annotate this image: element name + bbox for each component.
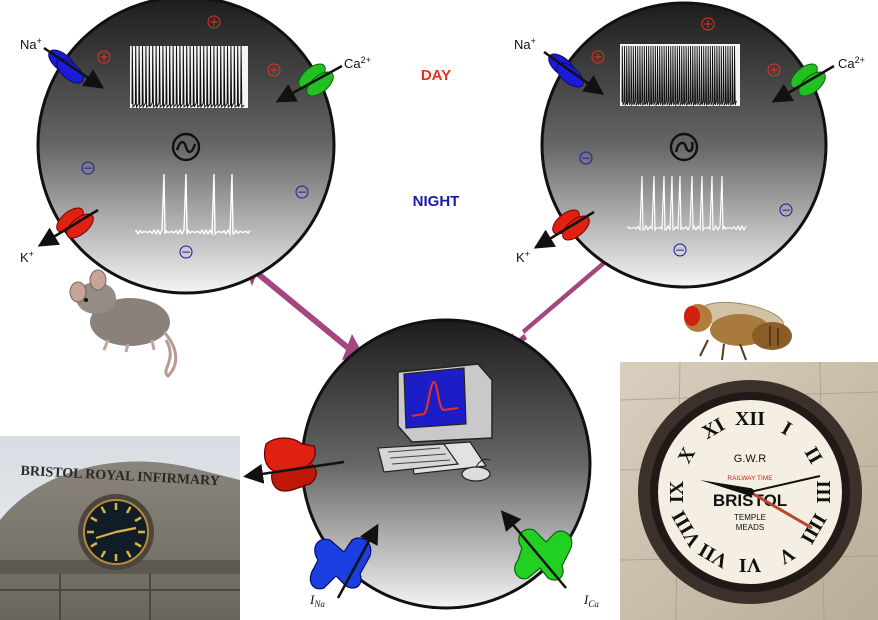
svg-text:−: − xyxy=(581,151,591,165)
ica-label: ICa xyxy=(583,592,599,609)
clock-tick xyxy=(134,541,142,548)
minus-sign: − xyxy=(673,243,687,257)
clock-tick xyxy=(90,541,98,548)
fly-day-firing-trace xyxy=(620,44,740,107)
clock-meads-label: MEADS xyxy=(736,523,764,532)
svg-text:−: − xyxy=(297,185,307,199)
svg-text:−: − xyxy=(181,245,191,259)
model-k-channel xyxy=(243,437,345,492)
plus-sign: + xyxy=(591,50,605,64)
mouse-ca-label: Ca2+ xyxy=(344,55,371,71)
svg-text:+: + xyxy=(99,50,109,64)
svg-text:−: − xyxy=(675,243,685,257)
clock-gwr-label: G.W.R xyxy=(734,453,766,465)
model-neuron-cell xyxy=(243,318,592,610)
plus-sign: + xyxy=(767,63,781,77)
mouse-picture xyxy=(69,269,178,378)
mouse-k-label: K+ xyxy=(20,249,34,265)
day-label: DAY xyxy=(421,67,451,84)
clock-tick xyxy=(134,516,142,523)
minus-sign: − xyxy=(81,161,95,175)
fly-na-label: Na+ xyxy=(514,36,536,52)
plus-sign: + xyxy=(207,15,221,29)
fly-ca-label: Ca2+ xyxy=(838,55,865,71)
oscillator-icon xyxy=(669,132,699,162)
svg-text:−: − xyxy=(781,203,791,217)
mouse-na-channel xyxy=(43,46,105,89)
clock-railway-time-label: RAILWAY TIME xyxy=(727,475,773,482)
ina-label: INa xyxy=(309,592,325,609)
mouse-ca-channel xyxy=(275,63,343,103)
svg-text:−: − xyxy=(83,161,93,175)
fly-neuron-cell xyxy=(533,1,835,289)
clock-bristol-label: BRISTOL xyxy=(713,491,787,510)
svg-text:+: + xyxy=(269,63,279,77)
charge-signs: + + + − − − + + + − − − xyxy=(81,15,793,259)
fly-ca-channel xyxy=(771,63,835,103)
fly-na-channel xyxy=(543,50,605,95)
computer-icon xyxy=(377,363,493,482)
model-ca-channel xyxy=(500,510,573,589)
svg-text:+: + xyxy=(703,17,713,31)
mouse-k-channel xyxy=(37,207,99,247)
clock-tick xyxy=(100,550,107,558)
fruit-fly-picture xyxy=(684,301,792,361)
fly-night-firing-trace xyxy=(627,175,747,233)
minus-sign: − xyxy=(179,245,193,259)
clock-temple-label: TEMPLE xyxy=(734,513,766,522)
model-na-channel xyxy=(309,523,379,599)
mouse-neuron-cell xyxy=(36,0,343,295)
clock-tick xyxy=(90,516,98,523)
mouse-computer-double-arrow xyxy=(243,260,364,360)
svg-text:+: + xyxy=(769,63,779,77)
night-label: NIGHT xyxy=(413,193,460,210)
minus-sign: − xyxy=(779,203,793,217)
minus-sign: − xyxy=(579,151,593,165)
fly-k-label: K+ xyxy=(516,249,530,265)
minus-sign: − xyxy=(295,185,309,199)
plus-sign: + xyxy=(97,50,111,64)
plus-sign: + xyxy=(267,63,281,77)
oscillator-icon xyxy=(171,132,201,162)
clock-numeral: VI xyxy=(739,554,761,576)
clock-numeral: III xyxy=(812,480,834,504)
infirmary-building-picture: BRISTOL ROYAL INFIRMARY xyxy=(0,436,240,620)
svg-text:+: + xyxy=(593,50,603,64)
svg-text:+: + xyxy=(209,15,219,29)
clock-tick xyxy=(100,506,107,514)
infirmary-clock xyxy=(78,494,154,570)
plus-sign: + xyxy=(701,17,715,31)
clock-numeral: XII xyxy=(735,408,765,430)
mouse-day-firing-trace xyxy=(130,45,248,109)
mouse-na-label: Na+ xyxy=(20,36,42,52)
clock-numeral: IX xyxy=(666,480,688,503)
mouse-night-firing-trace xyxy=(135,173,251,237)
clock-tick xyxy=(125,506,132,514)
fly-k-channel xyxy=(533,209,595,249)
clock-tick xyxy=(125,550,132,558)
